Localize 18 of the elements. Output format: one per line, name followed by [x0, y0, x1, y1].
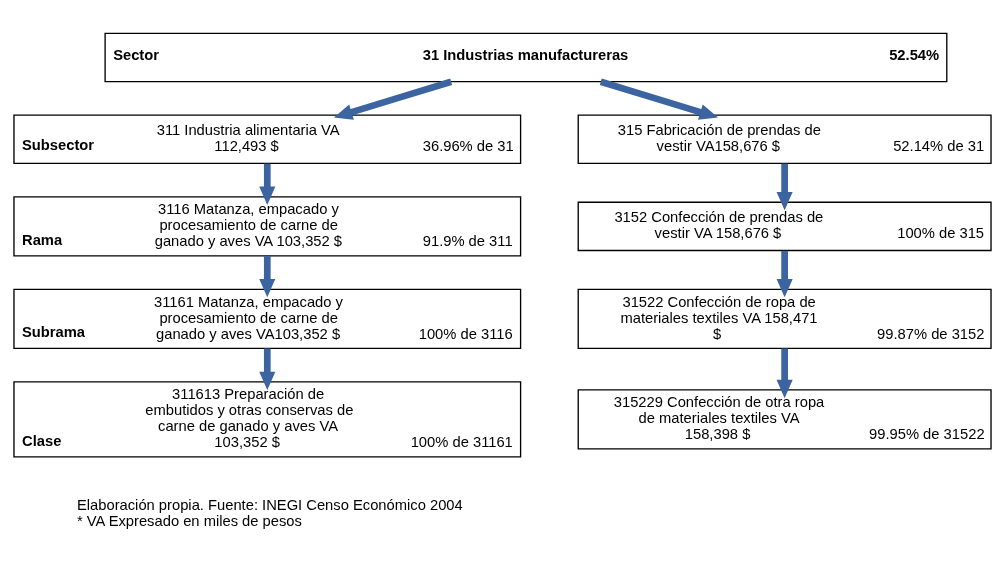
node-box: Sector 31 Industrias manufactureras 52.54% — [104, 32, 948, 83]
node-box: Subsector 311 Industria alimentaria VA 112,493 $ 36.96% de 31 — [13, 114, 522, 165]
node-box: 315 Fabricación de prendas de vestir VA158,676 $ 52.14% de 31 — [577, 114, 992, 165]
node-box: Subrama 31161 Matanza, empacado y procesamiento de carne de ganado y aves VA103,352 $ 100% de 3116 — [13, 288, 522, 349]
node-box: Rama 3116 Matanza, empacado y procesamiento de carne de ganado y aves VA 103,352 $ 91.9% de 311 — [13, 196, 522, 257]
arrow — [599, 78, 718, 120]
arrow — [776, 163, 793, 211]
arrow — [259, 348, 276, 391]
arrow — [776, 348, 793, 399]
node-box: 3152 Confección de prendas de vestir VA 158,676 $ 100% de 315 — [577, 201, 992, 252]
label: * VA Expresado en miles de pesos — [76, 513, 302, 530]
node-box: Clase 311613 Preparación de embutidos y otras conservas de carne de ganado y aves VA 103,352 $ 100% de 31161 — [13, 381, 522, 458]
arrow — [259, 163, 276, 205]
node-box: 31522 Confección de ropa de materiales textiles VA 158,471 $ 99.87% de 3152 — [577, 288, 992, 349]
arrow — [333, 78, 453, 120]
arrow — [776, 250, 793, 298]
node-box: 315229 Confección de otra ropa de materiales textiles VA 158,398 $ 99.95% de 31522 — [577, 389, 992, 450]
label: Elaboración propia. Fuente: INEGI Censo Económico 2004 — [76, 497, 463, 514]
